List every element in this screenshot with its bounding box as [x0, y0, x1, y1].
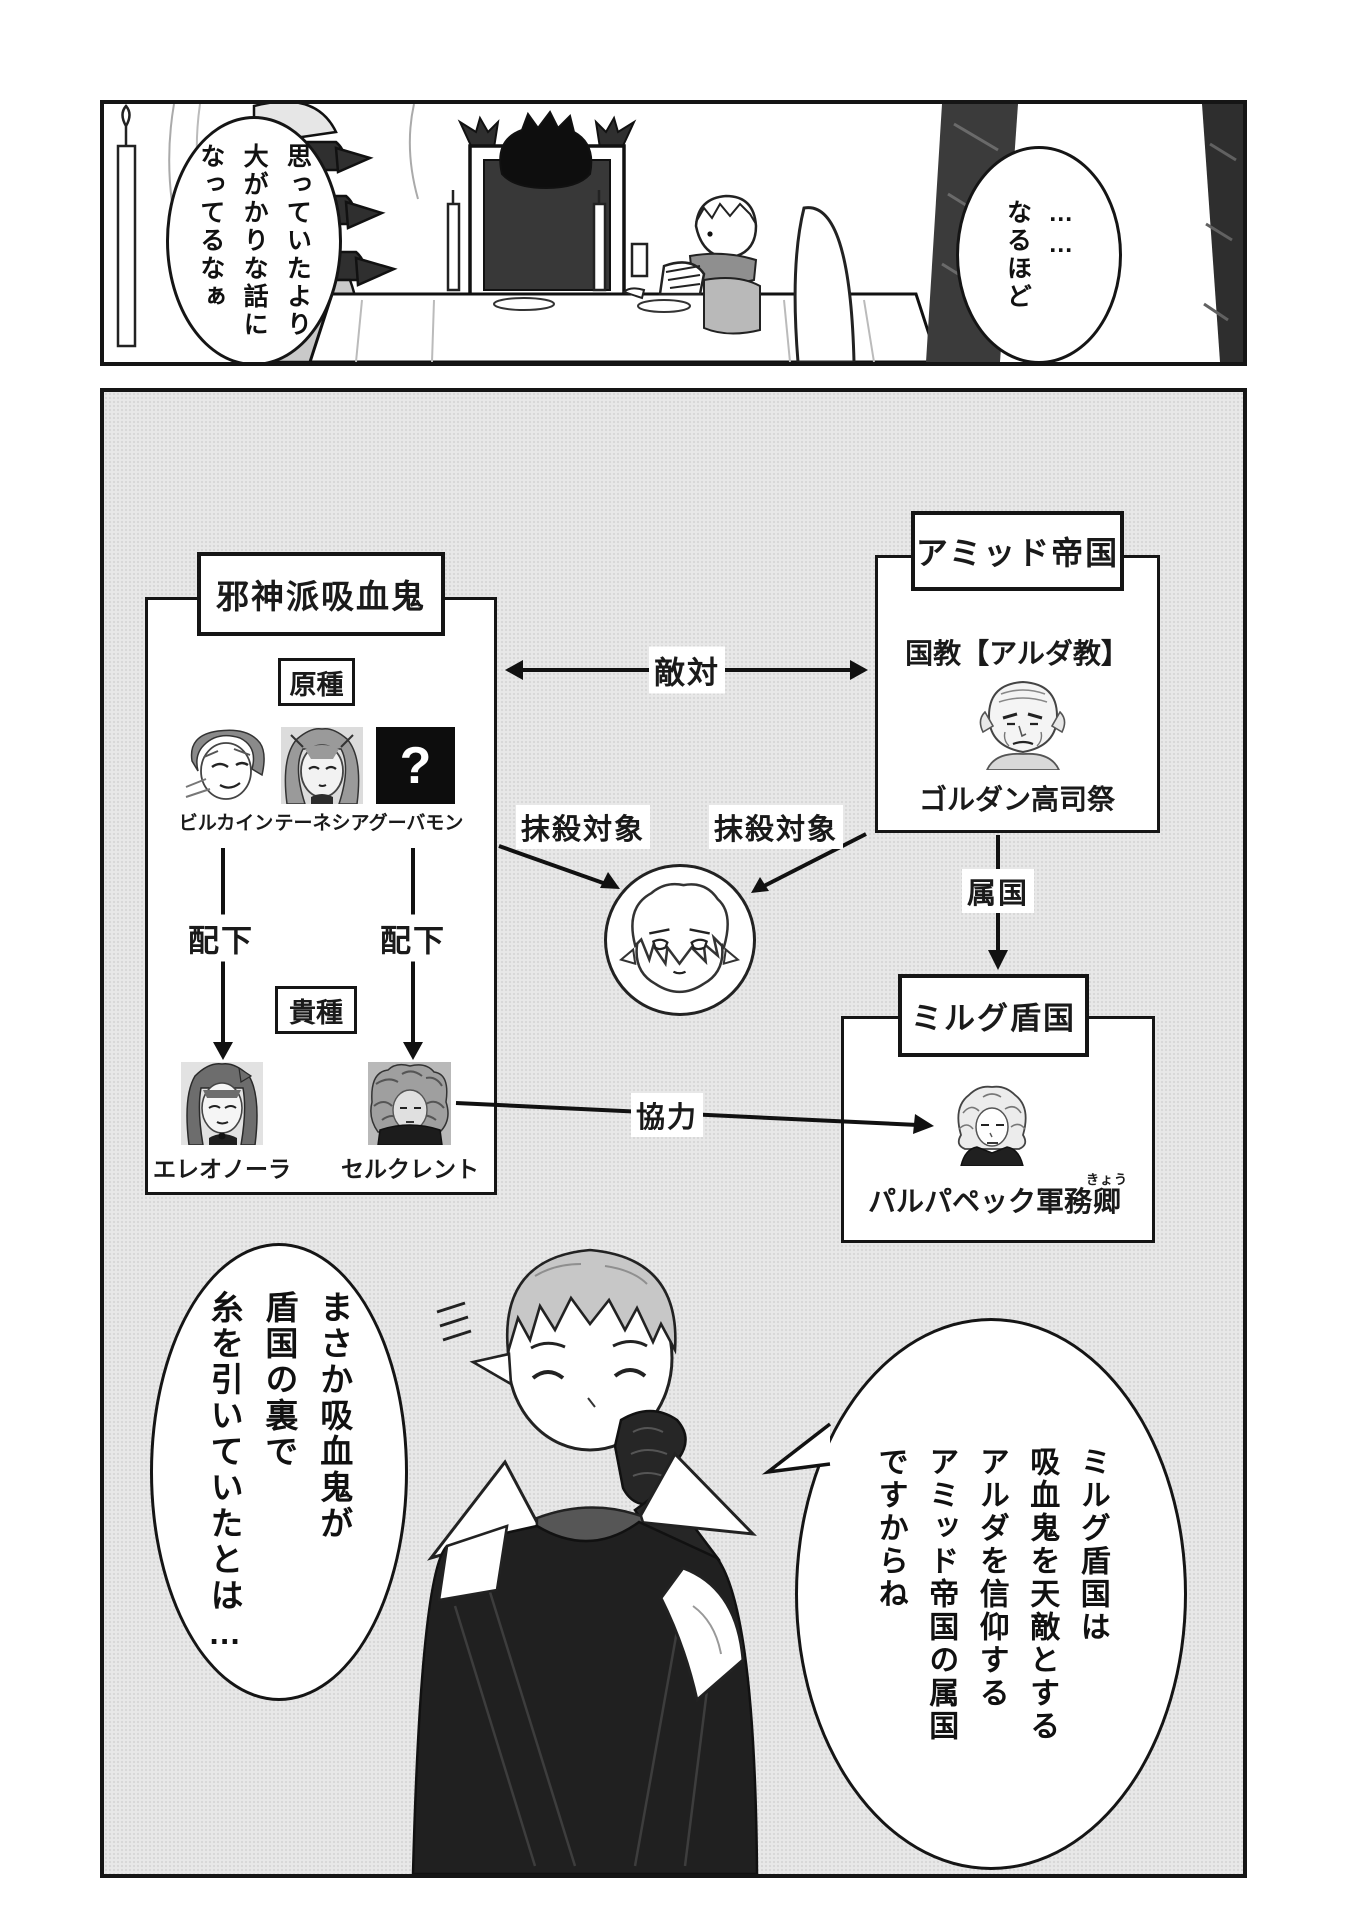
bubble-line: …… — [1046, 199, 1075, 261]
bubble-line: なってるなぁ — [196, 143, 225, 311]
subordinate-label-left: 配下 — [183, 914, 259, 962]
chibi-face — [609, 869, 750, 1010]
vampire-faction-title-box: 邪神派吸血鬼 — [197, 552, 445, 636]
kill-target-label-right: 抹殺対象 — [708, 805, 844, 849]
portrait-eleanora — [181, 1062, 263, 1145]
speech-bubble-bottom-right: ミルグ盾国は 吸血鬼を天敵とする アルダを信仰する アミッド帝国の属国 ですから… — [795, 1318, 1187, 1870]
portrait-gordan — [975, 676, 1070, 770]
noble-label: 貴種 — [289, 997, 343, 1028]
empire-religion: 国教【アルダ教】 — [905, 638, 1129, 669]
banquet-table — [308, 292, 940, 362]
portrait-cercrent — [368, 1062, 451, 1145]
portrait-palpapek — [953, 1083, 1031, 1166]
shield-title-box: ミルグ盾国 — [898, 974, 1089, 1057]
bubble-line: ですからね — [873, 1445, 907, 1611]
name-ternecia: テーネシア — [274, 813, 370, 834]
shield-title: ミルグ盾国 — [911, 1001, 1076, 1036]
speech-bubble-tail — [762, 1422, 832, 1475]
bubble-line: 吸血鬼を天敵とする — [1025, 1445, 1059, 1743]
empire-title-box: アミッド帝国 — [911, 511, 1124, 591]
bubble-line: まさか吸血鬼が — [315, 1290, 353, 1542]
name-gubamon: グーバモン — [368, 813, 464, 834]
vampire-faction-title: 邪神派吸血鬼 — [216, 578, 426, 615]
speech-bubble-top-left: 思っていたより 大がかりな話に なってるなぁ — [166, 116, 342, 362]
portrait-ternecia — [281, 727, 363, 804]
target-portrait-circle — [604, 864, 756, 1016]
name-cercrent: セルクレント — [341, 1156, 479, 1182]
vassal-label: 属国 — [961, 869, 1035, 913]
name-eleanora: エレオノーラ — [153, 1156, 291, 1182]
bubble-line: アミッド帝国の属国 — [924, 1445, 958, 1743]
bubble-line: なるほど — [1003, 199, 1032, 311]
kill-target-label-left: 抹殺対象 — [515, 805, 651, 849]
origin-label: 原種 — [289, 669, 344, 700]
question-mark: ? — [399, 736, 432, 795]
hostility-label: 敵対 — [649, 646, 725, 694]
name-birkine: ビルカイン — [178, 813, 274, 834]
scholar-character — [385, 1226, 785, 1874]
shield-official-name: パルパペック軍務卿きょう — [867, 1172, 1129, 1217]
bubble-line: 思っていたより — [283, 143, 312, 339]
empire-title: アミッド帝国 — [915, 535, 1120, 571]
bubble-line: 糸を引いていたとは… — [206, 1290, 244, 1654]
speech-bubble-top-right: …… なるほど — [956, 146, 1122, 362]
portrait-gubamon-unknown: ? — [376, 727, 455, 804]
cooperation-label: 協力 — [630, 1093, 704, 1137]
origin-label-box: 原種 — [278, 658, 355, 706]
bubble-line: ミルグ盾国は — [1075, 1445, 1109, 1644]
portrait-birkine — [184, 727, 267, 804]
bubble-line: 大がかりな話に — [240, 143, 269, 339]
empire-priest-name: ゴルダン高司祭 — [918, 784, 1116, 815]
bubble-line: 盾国の裏で — [260, 1290, 298, 1470]
subordinate-label-right: 配下 — [375, 914, 451, 962]
bubble-line: アルダを信仰する — [974, 1445, 1008, 1710]
child-figure — [622, 194, 856, 362]
panel-banquet: 思っていたより 大がかりな話に なってるなぁ …… なるほど — [100, 100, 1247, 366]
noble-label-box: 貴種 — [275, 986, 357, 1034]
speech-bubble-bottom-left: まさか吸血鬼が 盾国の裏で 糸を引いていたとは… — [150, 1243, 408, 1701]
